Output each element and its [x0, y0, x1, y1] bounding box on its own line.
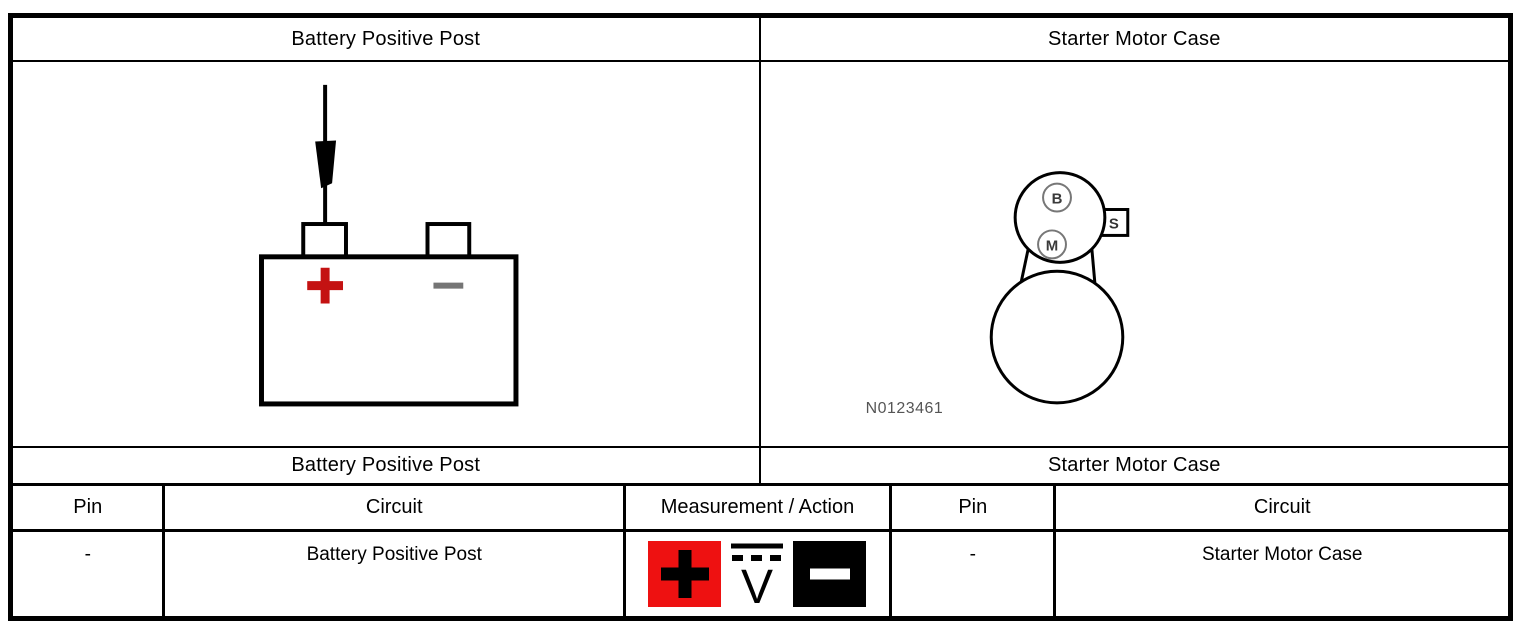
test-probe-icon: [315, 140, 337, 189]
negative-probe-icon: [793, 540, 867, 607]
terminal-m-circle: [1036, 229, 1067, 260]
battery-plus-symbol: [307, 267, 344, 304]
measurement-icons: V: [648, 540, 867, 607]
table-data-row: - Battery Positive Post V: [13, 531, 1508, 617]
dc-voltage-icon: V: [731, 543, 784, 607]
terminal-b-circle: [1041, 182, 1072, 213]
bracket-line-right: [1089, 249, 1096, 284]
battery-body: [259, 254, 519, 407]
starter-diagram-cell: S B M N0123461: [761, 62, 1509, 446]
sheet-frame: Battery Positive Post Starter Motor Case: [8, 13, 1513, 621]
header-circuit-left: Circuit: [165, 485, 626, 529]
solenoid-circle: [1013, 171, 1106, 264]
cell-circuit-left: Battery Positive Post: [165, 531, 626, 617]
battery-positive-terminal: [301, 222, 348, 261]
starter-caption-cell: Starter Motor Case: [761, 448, 1509, 483]
bracket-line-left: [1019, 249, 1030, 283]
cell-pin-left: -: [13, 531, 166, 617]
terminal-b-label: B: [1051, 191, 1062, 208]
starter-caption: Starter Motor Case: [1047, 453, 1221, 476]
header-circuit-right: Circuit: [1253, 495, 1311, 518]
cell-measurement: V: [626, 531, 893, 617]
motor-case-circle: [989, 269, 1124, 405]
table-header-row: Pin Circuit Measurement / Action Pin Cir…: [13, 485, 1508, 532]
battery-caption-cell: Battery Positive Post: [13, 447, 761, 483]
starter-diagram-drawing: S B M N0123461: [865, 171, 1129, 417]
starter-title: Starter Motor Case: [1047, 27, 1221, 50]
terminal-s-label: S: [1108, 215, 1118, 232]
starter-title-cell: Starter Motor Case: [761, 18, 1509, 60]
figure-number: N0123461: [865, 400, 943, 417]
diagram-row: S B M N0123461: [13, 62, 1508, 446]
battery-diagram-drawing: [259, 84, 519, 407]
title-row: Battery Positive Post Starter Motor Case: [13, 18, 1508, 62]
terminal-m-label: M: [1045, 237, 1057, 254]
voltage-letter: V: [741, 561, 773, 607]
header-pin-left: Pin: [13, 485, 166, 529]
header-measurement: Measurement / Action: [626, 485, 893, 529]
battery-negative-terminal: [425, 222, 472, 261]
battery-title: Battery Positive Post: [291, 27, 481, 50]
caption-row: Battery Positive Post Starter Motor Case: [13, 445, 1509, 486]
battery-diagram-cell: [13, 62, 761, 446]
cell-pin-right: -: [892, 531, 1057, 617]
cell-circuit-right: Starter Motor Case: [1201, 543, 1363, 565]
header-pin-right: Pin: [892, 485, 1057, 529]
battery-title-cell: Battery Positive Post: [13, 18, 761, 60]
positive-probe-icon: [648, 540, 722, 607]
battery-caption: Battery Positive Post: [291, 453, 481, 476]
